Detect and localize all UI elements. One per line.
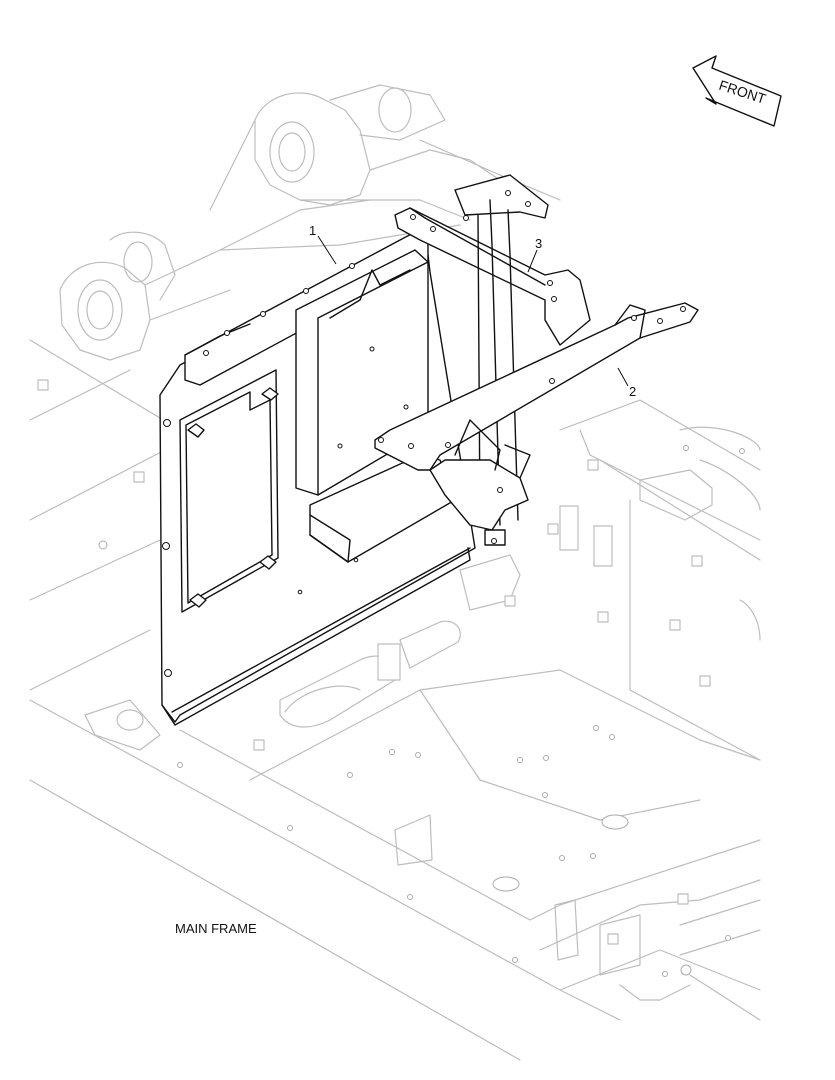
battery-box-assembly <box>159 174 699 726</box>
part-2-bracket <box>374 302 699 531</box>
callout-leaders <box>317 235 629 387</box>
boom-foot-lugs <box>59 84 561 361</box>
callout-1: 1 <box>309 223 316 238</box>
frame-bolts <box>37 379 745 977</box>
callout-2: 2 <box>629 384 636 399</box>
main-frame-label: MAIN FRAME <box>175 921 257 936</box>
main-frame-drawing <box>29 84 761 1061</box>
front-direction-arrow: FRONT <box>692 55 782 127</box>
frame-outlines <box>29 339 761 1061</box>
callout-3: 3 <box>535 236 542 251</box>
part-1-support-plate <box>159 231 476 726</box>
